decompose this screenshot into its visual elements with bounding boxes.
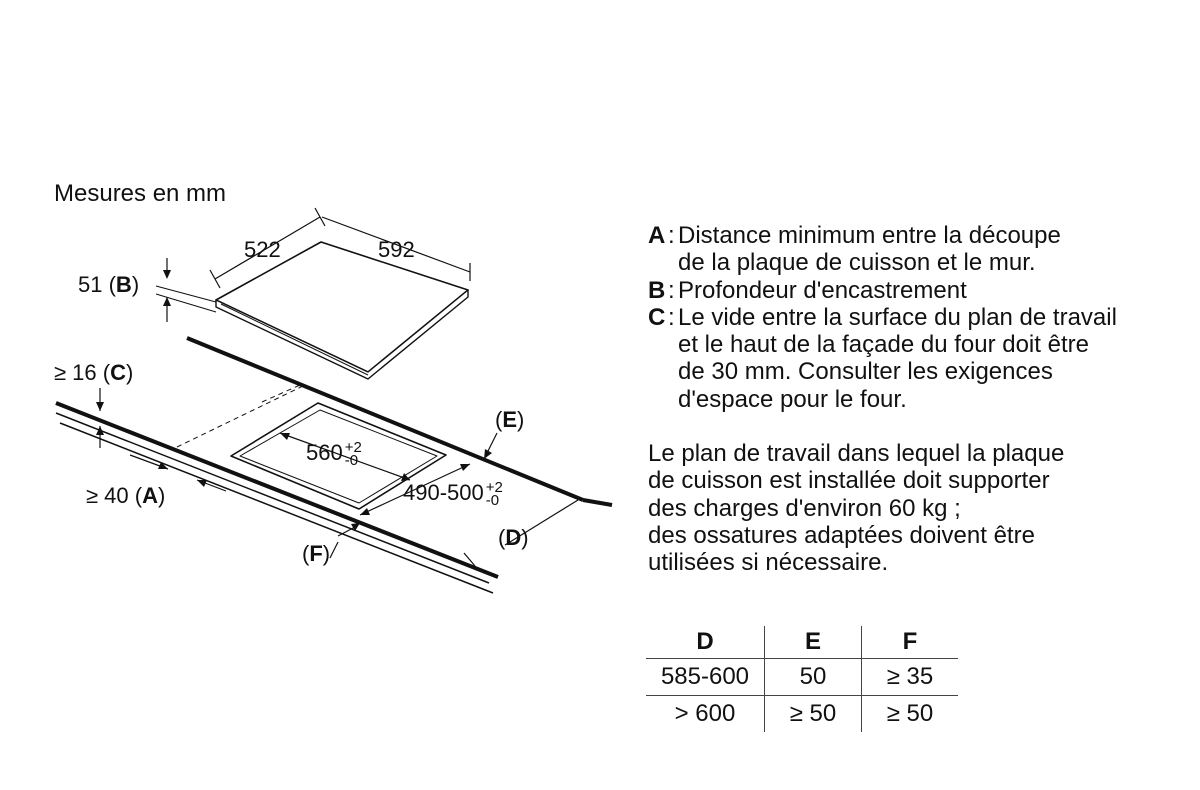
legend-key: C [648,303,666,331]
installation-diagram [55,207,613,594]
table-header: D [696,628,714,655]
note-line: utilisées si nécessaire. [648,549,889,577]
legend-item-a: A: Distance minimum entre la découpe de … [648,222,1117,277]
units-caption: Mesures en mm [54,180,227,207]
cutout-depth-tol-minus: -0 [485,492,500,510]
table-header: E [764,626,862,659]
cutout-width-tol-minus: -0 [344,452,359,470]
note-line: des charges d'environ 60 kg ; [648,494,961,522]
table-row: > 600 ≥ 50 ≥ 50 [646,695,958,732]
legend-text: et le haut de la façade du four doit êtr… [678,331,1089,359]
cutout-depth-tol-plus: +2 [485,479,503,497]
worktop-edge [55,401,499,579]
legend-key: A [648,222,666,249]
cutout-width-tol-plus: +2 [344,439,362,457]
table-header-row: D E F [646,626,958,659]
table-cell: ≥ 50 [861,695,958,732]
table-cell: 50 [764,658,862,696]
wall-line [186,336,584,502]
legend-text: Profondeur d'encastrement [678,276,967,304]
legend-text: d'espace pour le four. [678,385,907,413]
table-cell: > 600 [646,695,765,732]
load-note: Le plan de travail dans lequel la plaque… [648,440,1064,576]
a-dimension-label: ≥ 40 (A) [86,483,166,508]
d-label: (D) [498,525,529,550]
cutout-outline [230,402,447,510]
table-cell: ≥ 35 [861,658,958,696]
note-line: de cuisson est installée doit supporter [648,467,1050,495]
f-label: (F) [302,541,331,566]
legend-text: Le vide entre la surface du plan de trav… [678,303,1117,331]
note-line: des ossatures adaptées doivent être [648,521,1035,549]
c-dimension-label: ≥ 16 (C) [54,360,134,385]
legend-text: de 30 mm. Consulter les exigences [678,358,1053,386]
cutout-depth-value: 490-500 [403,480,484,505]
hob-glass-edge [215,289,469,380]
legend-item-b: B: Profondeur d'encastrement [648,277,1117,304]
cutout-depth-label: 490-500 +2 -0 [403,479,503,510]
cutout-width-value: 560 [306,440,343,465]
hob-depth-label: 522 [244,237,281,262]
legend: A: Distance minimum entre la découpe de … [648,222,1117,413]
cutout-width-label: 560 +2 -0 [306,439,362,470]
legend-text: Distance minimum entre la découpe [678,222,1061,249]
hob-width-label: 592 [378,237,415,262]
table-cell: ≥ 50 [764,695,862,732]
b-dimension-label: 51 (B) [78,272,140,297]
legend-text: de la plaque de cuisson et le mur. [678,249,1036,277]
legend-item-c: C: Le vide entre la surface du plan de t… [648,303,1117,413]
dimension-table: D E F 585-600 50 ≥ 35 > 600 ≥ 50 ≥ 50 [646,626,958,732]
note-line: Le plan de travail dans lequel la plaque [648,440,1065,467]
table-cell: 585-600 [646,658,765,696]
table-row: 585-600 50 ≥ 35 [646,658,958,696]
e-label: (E) [495,407,525,432]
legend-key: B [648,276,666,304]
table-header: F [861,626,958,659]
